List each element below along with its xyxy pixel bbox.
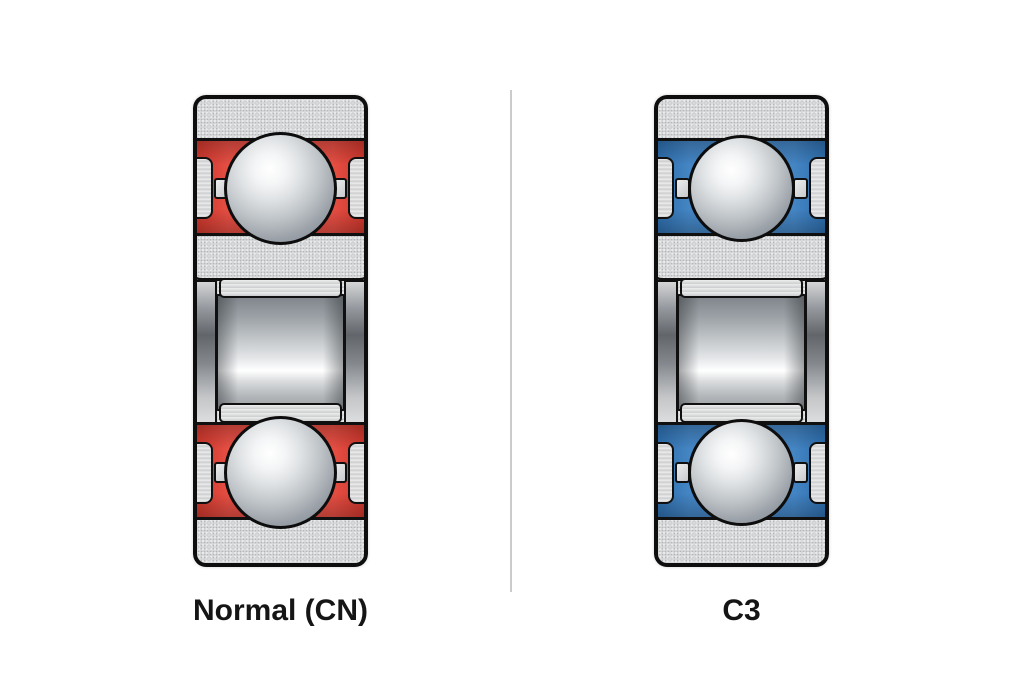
- ball-top: [224, 132, 337, 245]
- figure-normal-cn: Normal (CN): [193, 95, 368, 663]
- label-normal-cn: Normal (CN): [192, 594, 369, 627]
- bearing-cross-section-c3: [654, 95, 829, 567]
- cage-segment-top-right: [809, 157, 829, 219]
- cage-segment-top-right: [348, 157, 368, 219]
- cage-segment-bottom-left: [654, 442, 674, 504]
- bearing-cross-section-cn: [193, 95, 368, 567]
- cage-segment-bottom-right: [809, 442, 829, 504]
- inner-ring-shoulder: [654, 236, 829, 281]
- cage-rivet-bottom-right: [793, 462, 808, 483]
- shoulder-bar-top: [219, 278, 342, 298]
- bore-cylinder: [677, 294, 806, 411]
- shoulder-bar-bottom: [680, 403, 803, 423]
- cage-segment-top-left: [654, 157, 674, 219]
- bore-side-left: [654, 280, 678, 422]
- bore-side-left: [193, 280, 217, 422]
- bore-side-right: [805, 280, 829, 422]
- cage-segment-top-left: [193, 157, 213, 219]
- ball-bottom: [688, 419, 795, 526]
- cage-segment-bottom-left: [193, 442, 213, 504]
- vertical-divider: [510, 90, 512, 592]
- ball-top: [688, 135, 795, 242]
- cage-rivet-top-right: [793, 178, 808, 199]
- figure-c3: C3: [654, 95, 829, 663]
- label-c3: C3: [722, 594, 761, 627]
- bore-side-right: [344, 280, 368, 422]
- shoulder-bar-top: [680, 278, 803, 298]
- cage-segment-bottom-right: [348, 442, 368, 504]
- ball-bottom: [224, 416, 337, 529]
- bore-cylinder: [216, 294, 345, 411]
